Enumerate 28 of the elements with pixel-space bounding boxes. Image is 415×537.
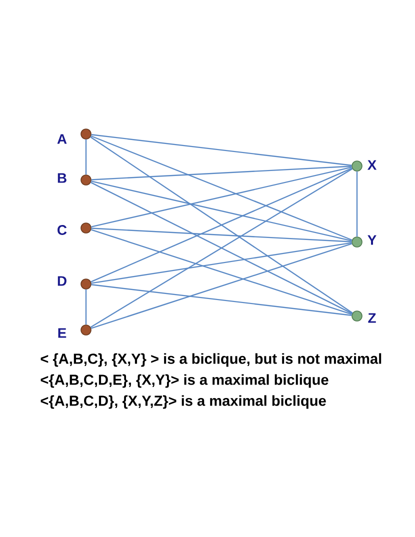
vertex-label: A — [57, 134, 67, 144]
vertex-label: Z — [368, 313, 376, 323]
vertex-label: E — [58, 328, 66, 338]
edge-line — [90, 135, 352, 241]
edge-line — [90, 243, 352, 329]
vertex-label: Y — [368, 235, 376, 245]
edge-line — [91, 284, 352, 316]
vertex-label: D — [58, 276, 66, 286]
vertex-label: B — [58, 173, 66, 183]
vertex-label: C — [58, 225, 67, 235]
statement-text: <{A,B,C,D,E}, {X,Y}> is a maximal biclique — [40, 374, 328, 388]
edge-line — [90, 229, 352, 315]
edge-line — [90, 182, 352, 314]
edge-line — [356, 171, 358, 237]
edge-line — [91, 242, 352, 284]
vertex-label: X — [367, 160, 377, 170]
edge-line — [90, 136, 353, 314]
statement-text: < {A,B,C}, {X,Y} > is a biclique, but is not maximal — [40, 353, 382, 367]
edge-line — [90, 168, 352, 282]
edge-line — [91, 180, 352, 242]
edge-line — [91, 166, 352, 180]
edge-line — [91, 166, 352, 228]
edge-line — [91, 228, 352, 242]
edge-line — [85, 289, 87, 325]
statement-text: <{A,B,C,D}, {X,Y,Z}> is a maximal biclique — [40, 395, 326, 409]
edge-line — [85, 139, 87, 175]
edge-line — [90, 168, 353, 328]
edge-line — [91, 134, 352, 166]
